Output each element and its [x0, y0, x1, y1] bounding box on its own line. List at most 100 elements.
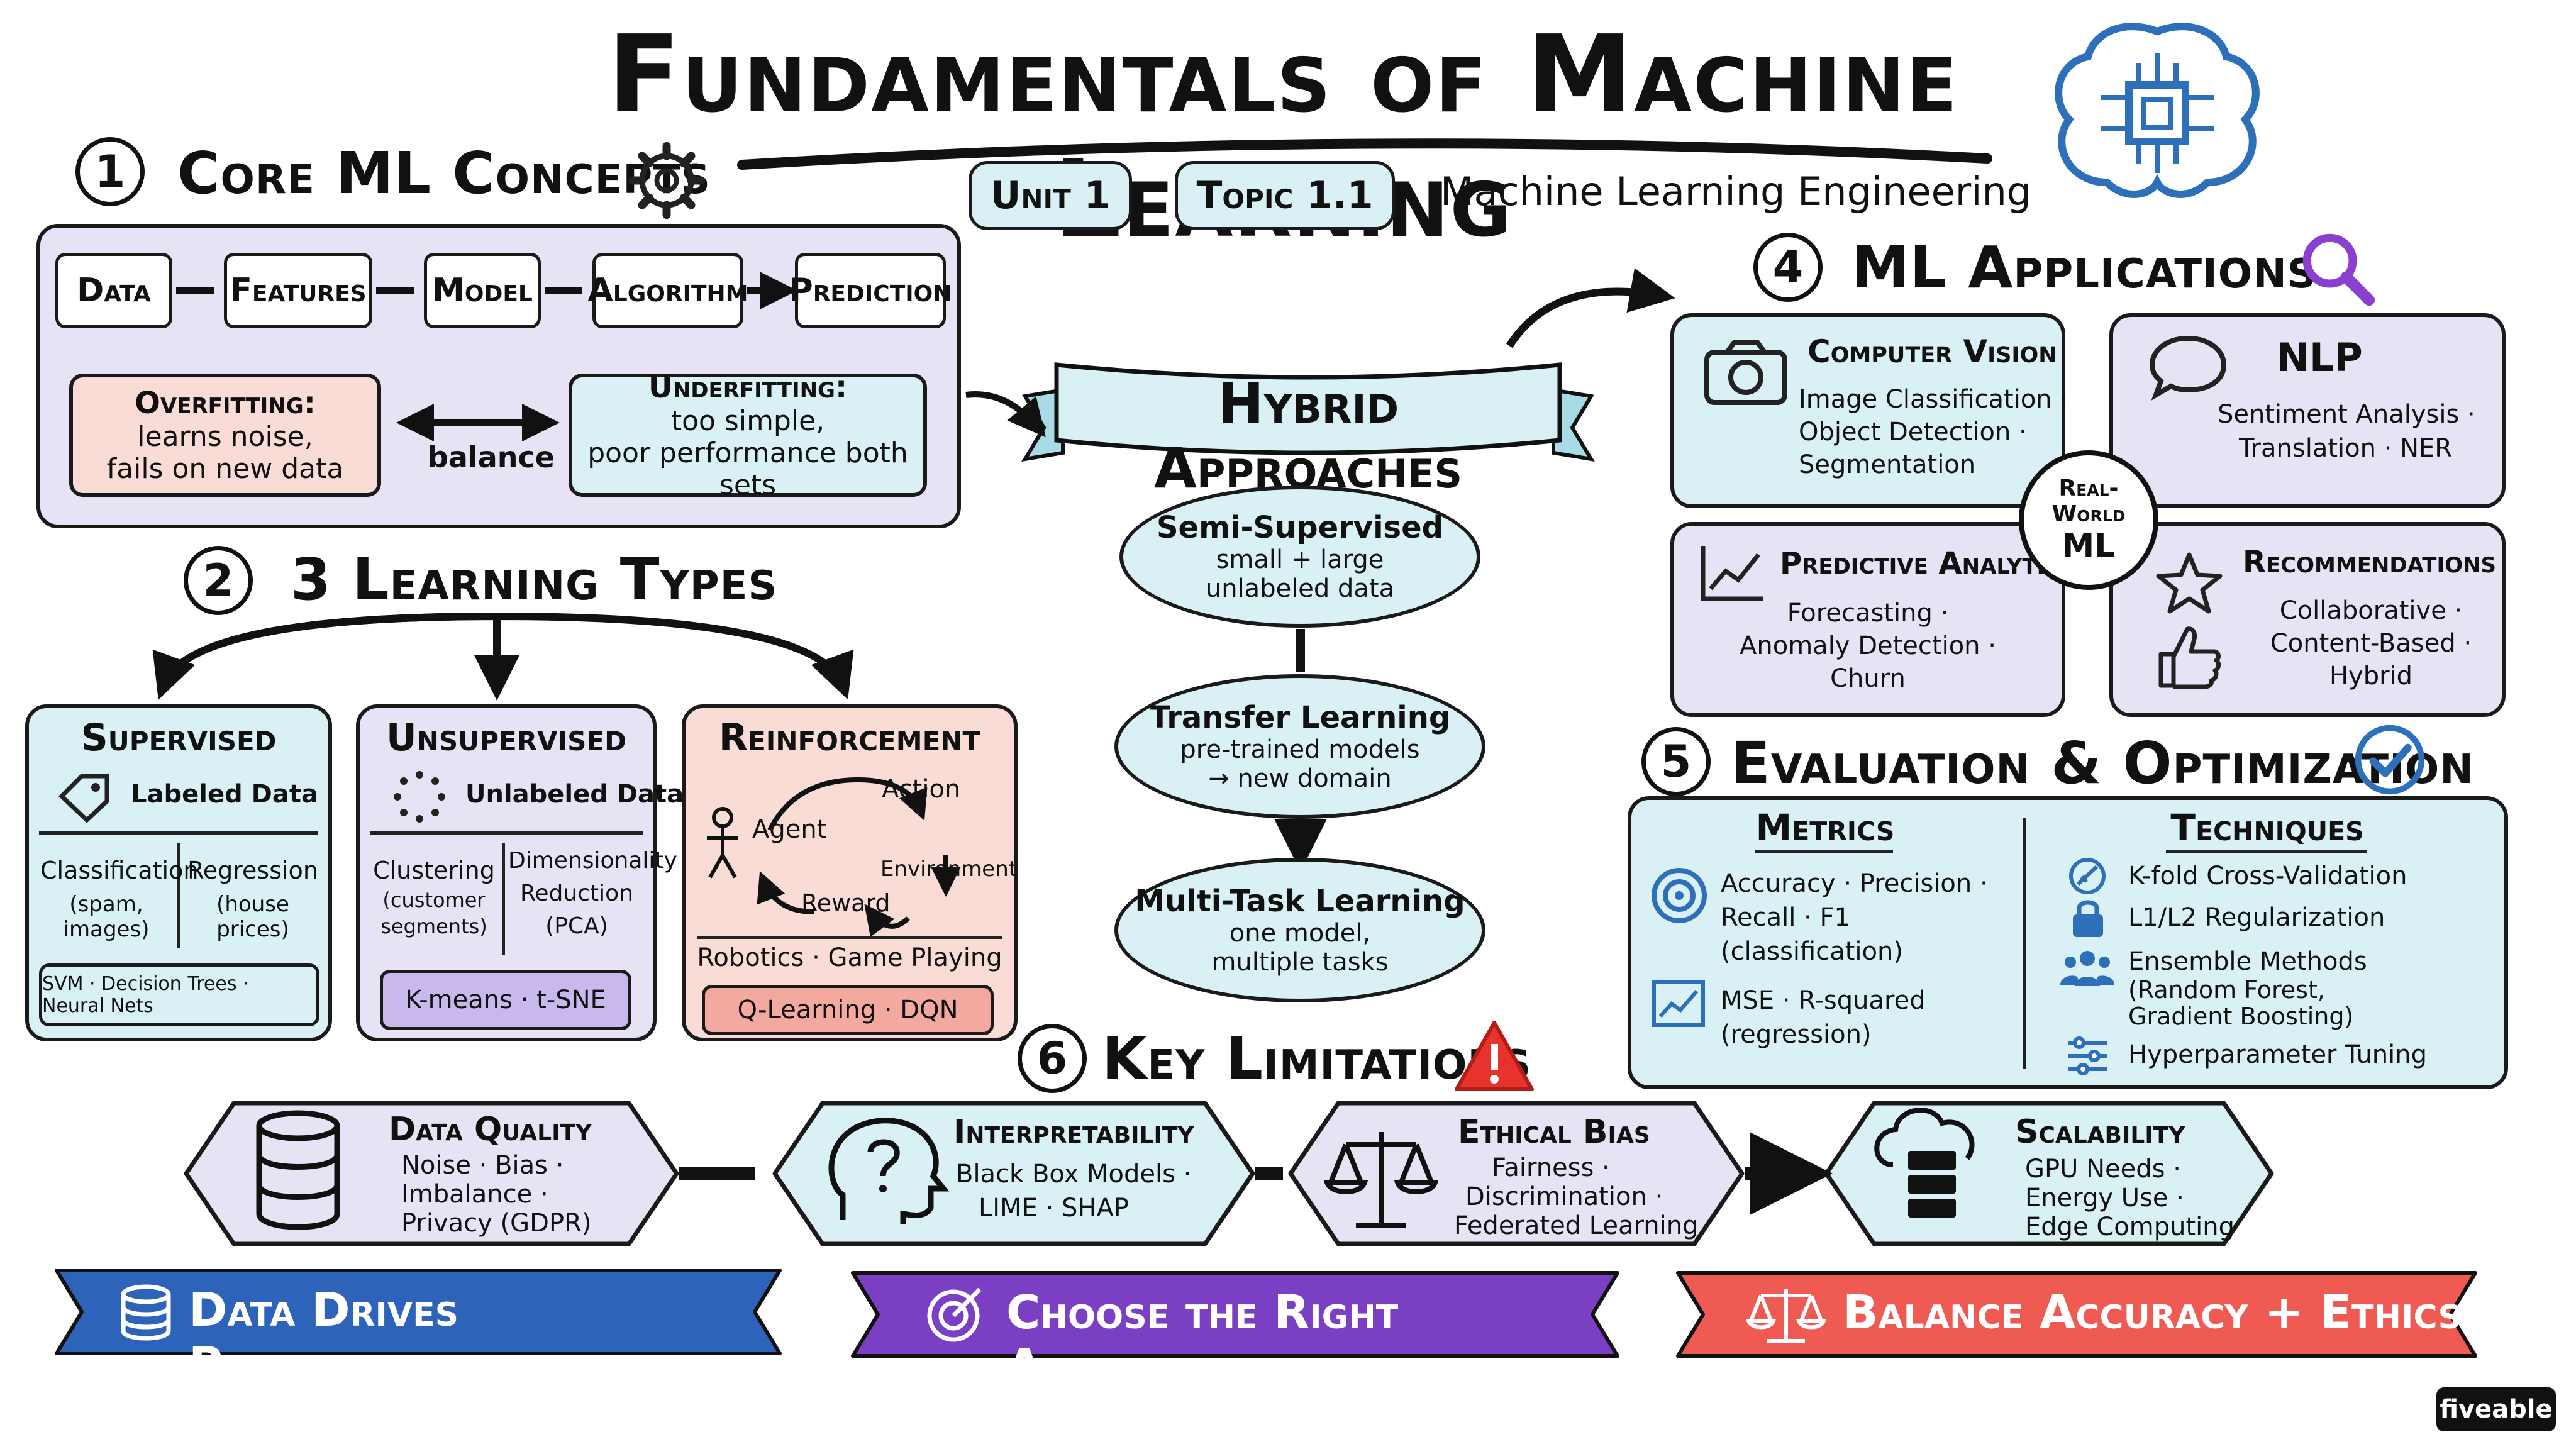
predictive-line3: Churn: [1830, 664, 1906, 693]
scalability-title: Scalability: [2015, 1113, 2185, 1151]
interpretability-line2: LIME · SHAP: [979, 1194, 1129, 1223]
supervised-algorithms: SVM · Decision Trees · Neural Nets: [39, 963, 319, 1026]
ethical-bias-line1: Fairness ·: [1492, 1153, 1610, 1182]
underfitting-box: Underfitting: too simple, poor performan…: [569, 370, 927, 501]
metrics-classification-2: Recall · F1: [1721, 903, 1850, 932]
data-quality-line3: Privacy (GDPR): [401, 1209, 592, 1238]
reward-label: Reward: [801, 889, 891, 917]
multi-task-line1: one model,: [1229, 919, 1371, 948]
technique-ensemble: Ensemble Methods: [2128, 947, 2367, 976]
scalability-line1: GPU Needs ·: [2025, 1155, 2181, 1184]
section-2-title: 3 Learning Types: [291, 546, 778, 613]
divider: [502, 843, 505, 955]
regression-example: (house prices): [216, 892, 289, 942]
technique-kfold: K-fold Cross-Validation: [2128, 862, 2407, 891]
thumbs-up-icon: [2158, 626, 2221, 689]
multi-task-line2: multiple tasks: [1211, 948, 1389, 977]
data-quality-line2: Imbalance ·: [401, 1180, 548, 1209]
ethical-bias-line3: Federated Learning: [1454, 1211, 1699, 1240]
sliders-icon: [2068, 1036, 2107, 1075]
data-quality-title: Data Quality: [389, 1111, 592, 1148]
rl-cycle-diagram: [707, 777, 961, 937]
cv-line1: Image Classification ·: [1799, 385, 2068, 414]
topic-tag: Topic 1.1: [1175, 161, 1395, 230]
technique-ensemble-detail-2: Gradient Boosting): [2128, 1002, 2354, 1030]
pipeline-algorithm: Algorithm: [588, 253, 748, 328]
metrics-classification-3: (classification): [1721, 937, 1903, 966]
technique-regularization: L1/L2 Regularization: [2128, 903, 2385, 932]
classification-example: (spam, images): [63, 892, 150, 942]
cv-line2: Object Detection ·: [1799, 418, 2027, 447]
technique-hyperparameter: Hyperparameter Tuning: [2128, 1040, 2427, 1069]
ethical-bias-line2: Discrimination ·: [1465, 1182, 1663, 1211]
course-label: Machine Learning Engineering: [1440, 169, 2032, 214]
technique-ensemble-detail-1: (Random Forest,: [2128, 976, 2325, 1004]
banner-balance-accuracy: Balance Accuracy + Ethics: [1843, 1285, 2462, 1340]
interpretability-title: Interpretability: [953, 1113, 1194, 1151]
dimensionality-label-2: Reduction: [520, 880, 633, 906]
people-group-icon: [2060, 951, 2114, 986]
semi-supervised-line1: small + large: [1216, 545, 1384, 574]
metrics-title: Metrics: [1755, 806, 1895, 849]
crossed-circle-icon: [2069, 858, 2106, 894]
nlp-title: NLP: [2277, 335, 2363, 380]
metrics-regression-2: (regression): [1721, 1020, 1872, 1049]
speech-bubble-icon: [2149, 335, 2227, 401]
predictive-line2: Anomaly Detection ·: [1740, 631, 1996, 660]
underfitting-line2: poor performance both sets: [587, 436, 908, 501]
scalability-line2: Energy Use ·: [2025, 1184, 2184, 1213]
warning-icon: [1455, 1021, 1534, 1091]
nlp-card: [2109, 313, 2506, 508]
divider: [2166, 850, 2367, 853]
real-world-ml-badge: Real-World ML: [2019, 450, 2158, 590]
multi-task-node: Multi-Task Learning one model, multiple …: [1114, 858, 1485, 1002]
banner-choose-approach: Choose the Right Approach: [1006, 1285, 1399, 1394]
tag-icon: [58, 774, 109, 823]
cv-card: [1670, 313, 2065, 508]
dimensionality-label-3: (PCA): [545, 913, 608, 939]
clustering-example-2: segments): [380, 914, 487, 938]
unit-tag: Unit 1: [969, 161, 1132, 230]
star-icon: [2156, 552, 2223, 614]
recommendations-line3: Hybrid: [2329, 662, 2413, 691]
recommendations-line2: Content-Based ·: [2270, 629, 2472, 658]
pipeline-model: Model: [424, 253, 541, 328]
transfer-learning-title: Transfer Learning: [1149, 700, 1451, 735]
environment-label: Environment: [880, 857, 1018, 882]
metrics-classification-1: Accuracy · Precision ·: [1721, 869, 1988, 898]
predictive-card: [1670, 522, 2065, 717]
transfer-learning-line1: pre-trained models: [1180, 735, 1420, 764]
section-5-title: Evaluation & Optimization: [1731, 730, 2474, 797]
agent-label: Agent: [752, 815, 827, 844]
target-icon: [1652, 868, 1707, 923]
regression-label: Regression: [187, 857, 318, 884]
lock-icon: [2073, 900, 2103, 937]
balance-label: balance: [428, 440, 555, 474]
divider: [39, 831, 318, 835]
reinforcement-applications: Robotics · Game Playing: [697, 943, 1002, 972]
transfer-learning-line2: → new domain: [1208, 764, 1392, 793]
divider: [177, 843, 180, 948]
supervised-title: Supervised: [80, 716, 277, 760]
unsupervised-subtitle: Unlabeled Data: [465, 780, 684, 809]
overfitting-line1: learns noise,: [137, 421, 313, 453]
scalability-line3: Edge Computing: [2025, 1213, 2235, 1241]
action-label: Action: [882, 775, 961, 804]
supervised-subtitle: Labeled Data: [131, 780, 318, 809]
hybrid-title: Hybrid Approaches: [1153, 371, 1463, 501]
recommendations-title: Recommendations: [2243, 545, 2496, 580]
evaluation-panel: [1628, 796, 2508, 1089]
gear-icon: [628, 142, 706, 219]
divider: [2023, 818, 2026, 1069]
camera-icon: [1704, 340, 1787, 405]
section-6-number: 6: [1018, 1024, 1087, 1093]
hybrid-banner-ribbon: [1021, 362, 1595, 462]
classification-label: Classification: [40, 857, 199, 884]
clustering-example-1: (customer: [382, 888, 486, 912]
nlp-line2: Translation · NER: [2239, 434, 2453, 463]
section-1-title: Core ML Concepts: [177, 140, 711, 207]
